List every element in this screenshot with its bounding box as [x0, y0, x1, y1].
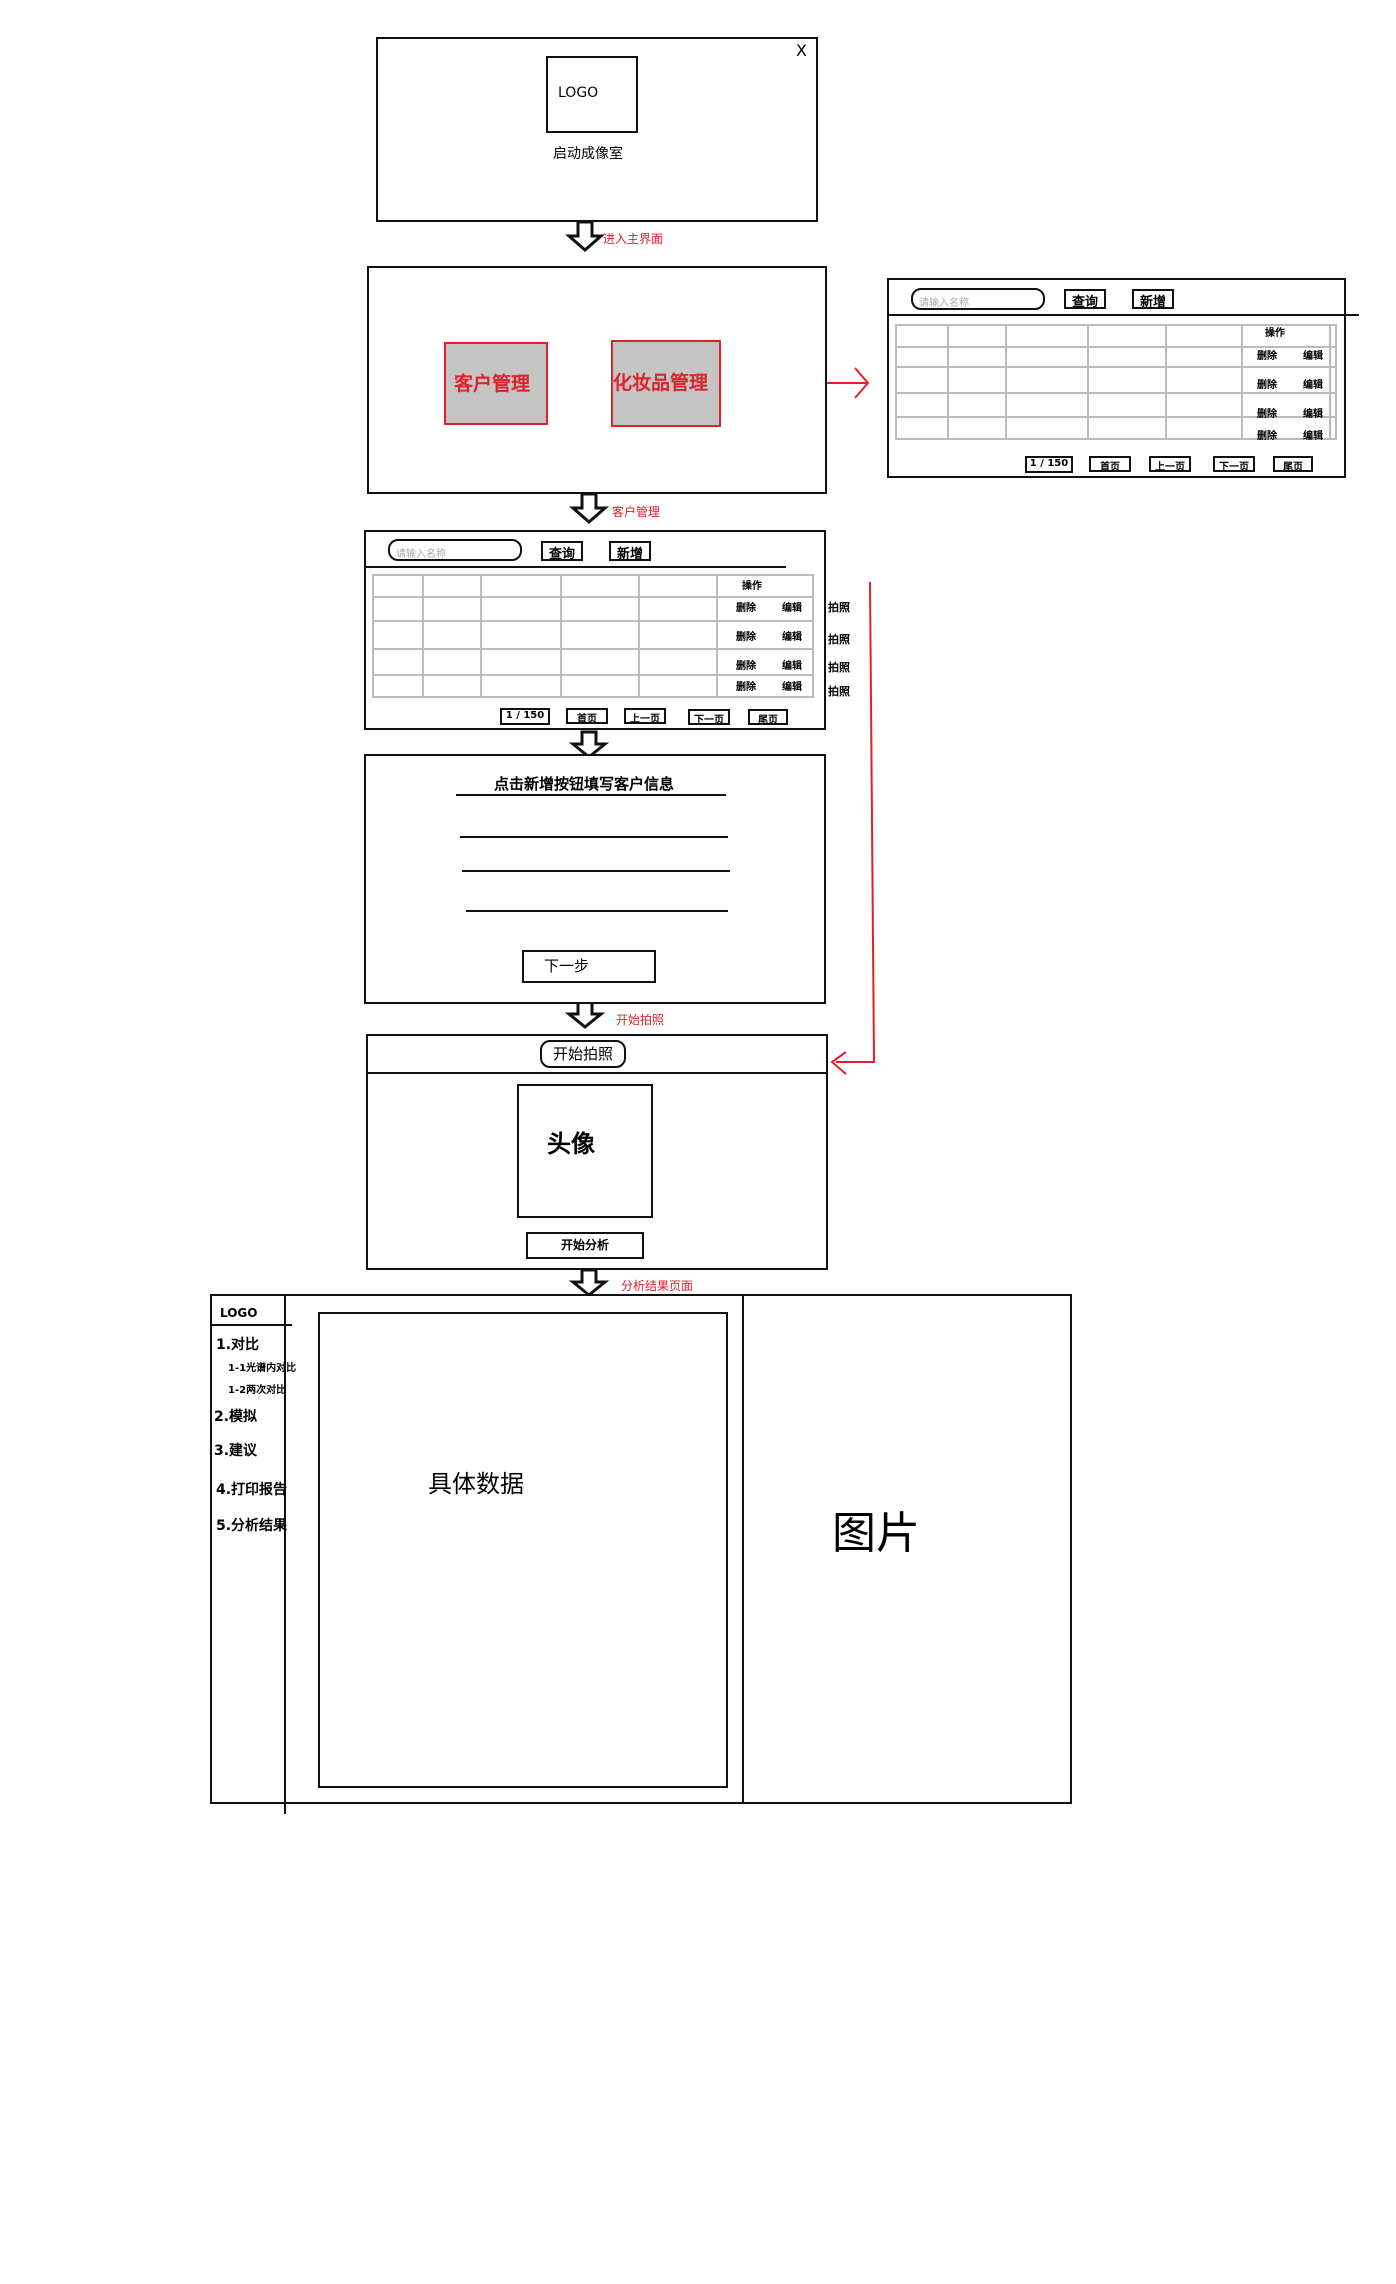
- cust-delete-link[interactable]: 删除: [736, 682, 756, 693]
- customer-mgmt-button[interactable]: 客户管理: [444, 342, 548, 425]
- sidebar-logo: LOGO: [220, 1306, 258, 1320]
- cosmetics-mgmt-button[interactable]: 化妆品管理: [611, 340, 721, 427]
- cos-delete-link[interactable]: 删除: [1257, 380, 1277, 391]
- cust-table: [372, 574, 814, 698]
- main-menu-screen: 客户管理 化妆品管理: [367, 266, 827, 494]
- cust-next-page-button[interactable]: 下一页: [688, 709, 730, 726]
- cust-photo-link[interactable]: 拍照: [828, 685, 850, 698]
- cust-query-button[interactable]: 查询: [541, 541, 583, 562]
- cust-edit-link[interactable]: 编辑: [782, 632, 802, 643]
- form-title: 点击新增按钮填写客户信息: [494, 775, 675, 793]
- cos-query-button[interactable]: 查询: [1064, 289, 1106, 310]
- cos-next-page-button[interactable]: 下一页: [1213, 456, 1255, 473]
- arrow-label-main: 进入主界面: [603, 232, 664, 246]
- cos-edit-link[interactable]: 编辑: [1303, 409, 1323, 420]
- cos-prev-page-button[interactable]: 上一页: [1149, 456, 1191, 473]
- nav-item-print-report[interactable]: 4.打印报告: [216, 1482, 288, 1498]
- logo-box: LOGO: [546, 56, 638, 133]
- cos-op-header: 操作: [1265, 328, 1285, 339]
- cos-page-indicator[interactable]: 1 / 150: [1025, 456, 1073, 473]
- cust-last-page-button[interactable]: 尾页: [748, 709, 788, 726]
- customer-form-screen: 点击新增按钮填写客户信息 下一步: [364, 754, 826, 1004]
- cust-delete-link[interactable]: 删除: [736, 661, 756, 672]
- cust-photo-link[interactable]: 拍照: [828, 633, 850, 646]
- cos-last-page-button[interactable]: 尾页: [1273, 456, 1313, 473]
- red-arrow-photo: [836, 581, 876, 1063]
- down-arrow-3: [568, 730, 610, 759]
- form-field-line[interactable]: [460, 836, 728, 838]
- result-screen: LOGO 1.对比 1-1光谱内对比 1-2两次对比 2.模拟 3.建议 4.打…: [210, 1294, 1072, 1814]
- nav-item-analysis-result[interactable]: 5.分析结果: [216, 1518, 288, 1534]
- cosmetics-list-screen: 请输入名称 查询 新增 操作 删除 编辑 删除 编辑 删除 编辑 删除 编辑 1…: [887, 278, 1359, 478]
- cust-photo-link[interactable]: 拍照: [828, 601, 850, 614]
- data-panel: 具体数据: [318, 1312, 728, 1788]
- down-arrow-2: [569, 492, 609, 524]
- data-panel-label: 具体数据: [428, 1470, 524, 1498]
- cos-toolbar-divider: [889, 314, 1359, 316]
- down-arrow-4: [564, 1000, 606, 1029]
- cust-first-page-button[interactable]: 首页: [566, 708, 608, 725]
- cos-delete-link[interactable]: 删除: [1257, 351, 1277, 362]
- sidebar-divider: [284, 1296, 286, 1814]
- cust-photo-link[interactable]: 拍照: [828, 661, 850, 674]
- cos-delete-link[interactable]: 删除: [1257, 409, 1277, 420]
- start-analysis-button[interactable]: 开始分析: [526, 1232, 644, 1259]
- cos-first-page-button[interactable]: 首页: [1089, 456, 1131, 473]
- cust-prev-page-button[interactable]: 上一页: [624, 708, 666, 725]
- cos-edit-link[interactable]: 编辑: [1303, 431, 1323, 442]
- nav-item-simulate[interactable]: 2.模拟: [214, 1409, 258, 1425]
- cust-delete-link[interactable]: 删除: [736, 632, 756, 643]
- cust-op-header: 操作: [742, 581, 762, 592]
- nav-item-advice[interactable]: 3.建议: [214, 1443, 258, 1459]
- sidebar-logo-underline: [212, 1324, 292, 1326]
- next-step-button[interactable]: 下一步: [522, 950, 656, 983]
- photo-screen: 开始拍照 头像 开始分析: [366, 1034, 828, 1270]
- form-title-underline: [456, 794, 726, 796]
- arrow-label-photo: 开始拍照: [616, 1013, 665, 1027]
- cos-edit-link[interactable]: 编辑: [1303, 351, 1323, 362]
- nav-subitem-spectrum-compare[interactable]: 1-1光谱内对比: [228, 1363, 297, 1374]
- avatar: 头像: [517, 1084, 653, 1218]
- cust-page-indicator[interactable]: 1 / 150: [500, 708, 550, 725]
- cust-add-button[interactable]: 新增: [609, 541, 651, 562]
- cust-edit-link[interactable]: 编辑: [782, 603, 802, 614]
- cos-edit-link[interactable]: 编辑: [1303, 380, 1323, 391]
- photo-toolbar-divider: [368, 1072, 828, 1074]
- customer-list-screen: 请输入名称 查询 新增 操作 删除 编辑 删除 编辑 删除 编辑 删除 编辑 1…: [364, 530, 826, 730]
- down-arrow-1: [565, 220, 605, 252]
- cust-search-input[interactable]: 请输入名称: [388, 539, 522, 561]
- avatar-label: 头像: [547, 1130, 595, 1158]
- logo-text: LOGO: [558, 85, 599, 101]
- arrow-label-analysis: 分析结果页面: [621, 1279, 694, 1293]
- down-arrow-5: [568, 1268, 610, 1297]
- cust-delete-link[interactable]: 删除: [736, 603, 756, 614]
- cust-edit-link[interactable]: 编辑: [782, 682, 802, 693]
- panel-divider: [742, 1296, 744, 1804]
- start-photo-button[interactable]: 开始拍照: [540, 1040, 626, 1068]
- cos-search-input[interactable]: 请输入名称: [911, 288, 1045, 310]
- nav-subitem-twice-compare[interactable]: 1-2两次对比: [228, 1385, 287, 1396]
- arrow-label-customer: 客户管理: [612, 505, 661, 519]
- cos-table: [895, 324, 1337, 440]
- splash-screen: LOGO 启动成像室 X: [376, 37, 818, 222]
- form-field-line[interactable]: [466, 910, 728, 912]
- cos-add-button[interactable]: 新增: [1132, 289, 1174, 310]
- cos-delete-link[interactable]: 删除: [1257, 431, 1277, 442]
- cosmetics-mgmt-label: 化妆品管理: [613, 372, 709, 394]
- nav-item-compare[interactable]: 1.对比: [216, 1337, 260, 1353]
- cust-edit-link[interactable]: 编辑: [782, 661, 802, 672]
- cust-toolbar-divider: [366, 566, 786, 568]
- customer-mgmt-label: 客户管理: [454, 373, 531, 395]
- splash-title: 启动成像室: [553, 146, 623, 162]
- form-field-line[interactable]: [462, 870, 730, 872]
- close-icon[interactable]: X: [796, 41, 807, 60]
- image-panel-label: 图片: [832, 1508, 920, 1559]
